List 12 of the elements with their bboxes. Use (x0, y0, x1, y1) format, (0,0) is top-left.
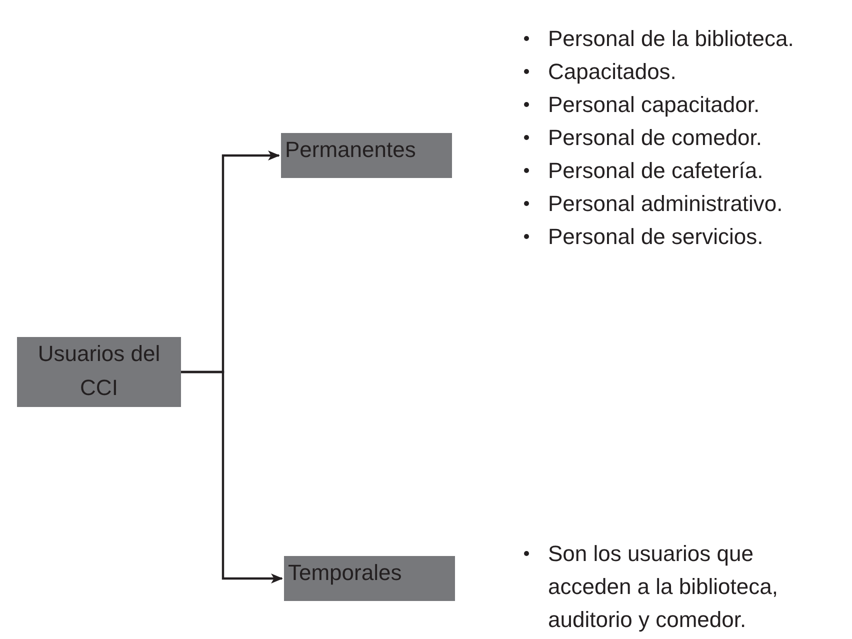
list-item-text: Personal de la biblioteca. (548, 25, 794, 53)
list-item-text: Personal administrativo. (548, 190, 783, 218)
list-item-text: Personal capacitador. (548, 91, 760, 119)
list-item-text: Personal de comedor. (548, 124, 762, 152)
list-item-text: Personal de servicios. (548, 223, 764, 251)
connector-arrow (181, 370, 283, 584)
label-box: Usuarios del CCI (17, 337, 181, 407)
label-box: Temporales (284, 556, 455, 601)
list-item-text: Personal de cafetería. (548, 157, 764, 185)
label-box: Permanentes (281, 133, 452, 178)
list-item-text: Capacitados. (548, 58, 676, 86)
list-item-text: Son los usuarios que acceden a la biblioteca, auditorio y comedor. (548, 540, 779, 634)
